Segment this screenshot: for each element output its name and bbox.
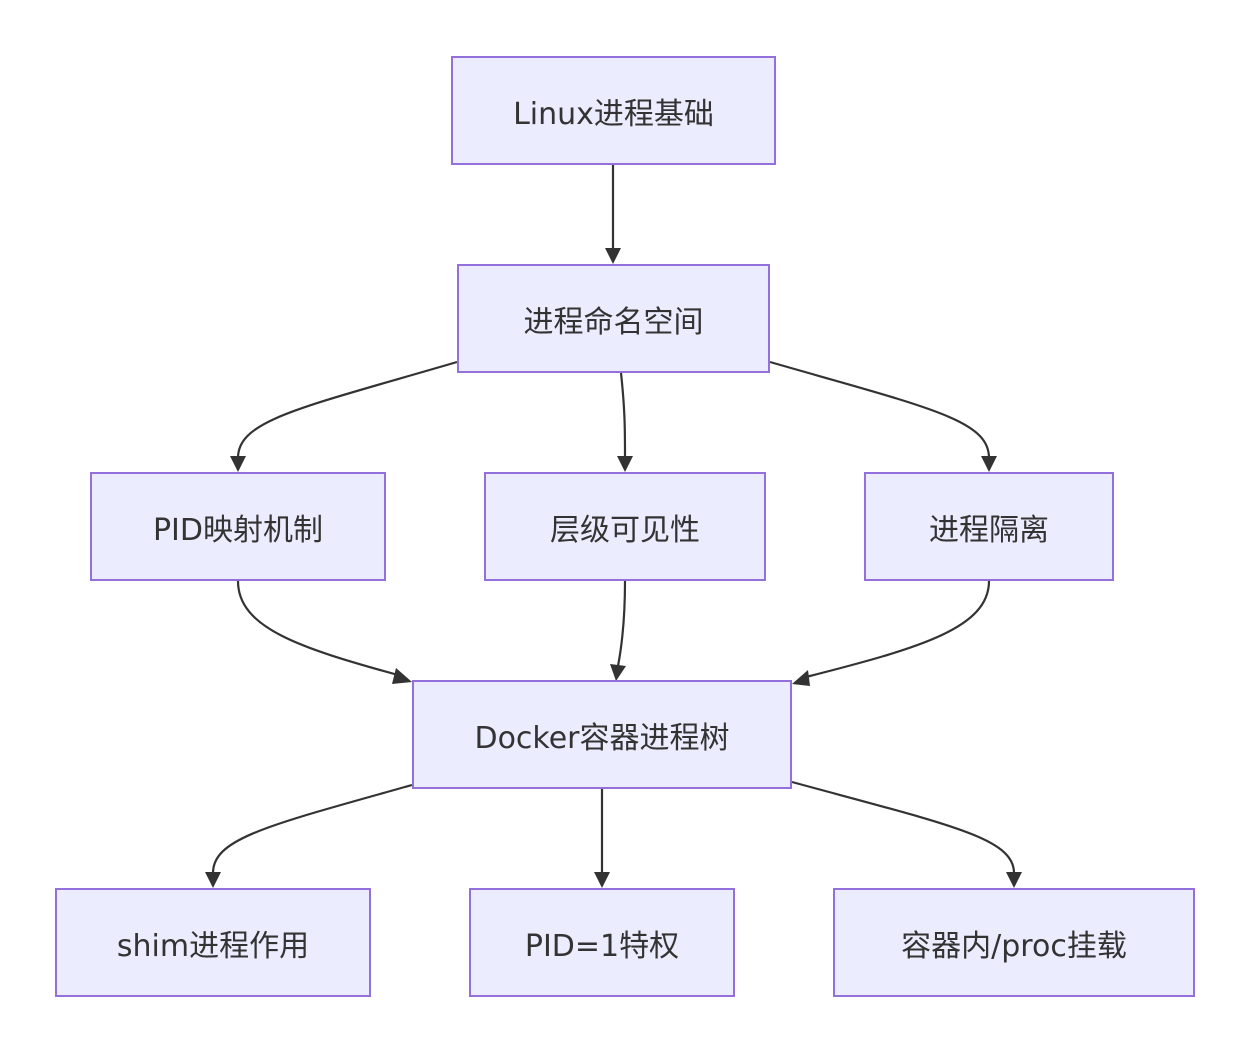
edge-namespace-to-isolation xyxy=(769,360,991,459)
arrowhead-docker-to-shim xyxy=(205,872,221,888)
arrowhead-namespace-to-hierarchy xyxy=(617,456,633,472)
node-shim-process[interactable]: shim进程作用 xyxy=(55,888,371,997)
node-hierarchy-visibility[interactable]: 层级可见性 xyxy=(484,472,766,581)
edge-docker-to-shim xyxy=(211,783,413,874)
node-docker-process-tree[interactable]: Docker容器进程树 xyxy=(412,680,792,789)
arrowhead-namespace-to-isolation xyxy=(981,456,997,472)
node-pid-mapping[interactable]: PID映射机制 xyxy=(90,472,386,581)
edge-hierarchy-to-docker xyxy=(616,580,627,667)
edge-namespace-to-pid-mapping xyxy=(236,360,458,459)
edge-isolation-to-docker xyxy=(805,580,991,679)
node-pid1-privilege[interactable]: PID=1特权 xyxy=(469,888,735,997)
node-process-isolation[interactable]: 进程隔离 xyxy=(864,472,1114,581)
arrowhead-linux-to-namespace xyxy=(605,248,621,264)
edge-docker-to-proc xyxy=(791,780,1016,874)
arrowhead-hierarchy-to-docker xyxy=(610,664,626,681)
node-proc-mount[interactable]: 容器内/proc挂载 xyxy=(833,888,1195,997)
arrowhead-pid-mapping-to-docker xyxy=(392,668,412,684)
arrowhead-docker-to-proc xyxy=(1006,872,1022,888)
arrowhead-isolation-to-docker xyxy=(792,670,810,686)
node-linux-process-basics[interactable]: Linux进程基础 xyxy=(451,56,776,165)
arrowhead-namespace-to-pid-mapping xyxy=(230,456,246,472)
edge-pid-mapping-to-docker xyxy=(236,580,399,677)
edge-namespace-to-hierarchy xyxy=(619,372,627,459)
node-process-namespace[interactable]: 进程命名空间 xyxy=(457,264,770,373)
arrowhead-docker-to-pid1 xyxy=(594,872,610,888)
